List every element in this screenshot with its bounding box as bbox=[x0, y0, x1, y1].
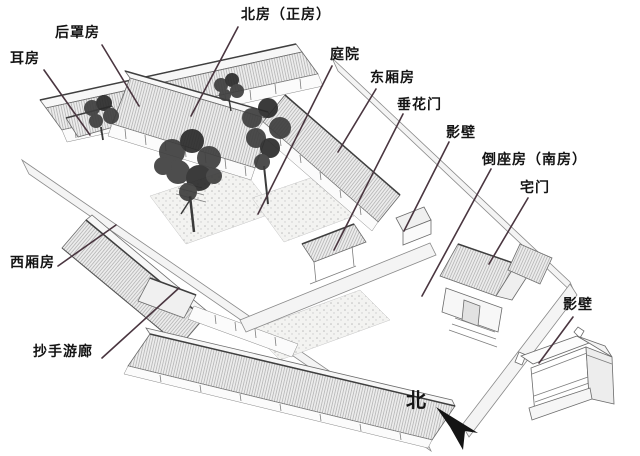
tree bbox=[242, 98, 291, 205]
leader-yingbi-outer bbox=[538, 316, 574, 364]
label-zhai-men: 宅门 bbox=[520, 180, 550, 196]
leader-daozuofang bbox=[421, 168, 492, 297]
main-gate-house bbox=[439, 243, 553, 348]
label-houzhao-fang: 后罩房 bbox=[55, 25, 100, 41]
leader-er-fang bbox=[43, 69, 91, 136]
leader-chuihua-men bbox=[333, 113, 404, 251]
label-chaoshou-youlang: 抄手游廊 bbox=[33, 344, 93, 360]
label-er-fang: 耳房 bbox=[10, 51, 40, 67]
leader-chaoshou-youlang bbox=[101, 287, 180, 359]
screen-wall-illustration bbox=[514, 326, 615, 421]
leader-xi-xiangfang bbox=[57, 224, 117, 267]
tree bbox=[154, 129, 222, 233]
compass-north-label: 北 bbox=[406, 388, 426, 412]
label-daozuofang: 倒座房（南房） bbox=[482, 152, 587, 168]
leader-lines bbox=[43, 26, 574, 364]
label-xi-xiangfang: 西厢房 bbox=[10, 255, 55, 271]
tree bbox=[84, 95, 119, 141]
corridor bbox=[137, 277, 299, 358]
leader-dong-xiangfang bbox=[337, 88, 377, 153]
label-dong-xiangfang: 东厢房 bbox=[370, 70, 415, 86]
label-beifang-zhengfang: 北房（正房） bbox=[241, 7, 331, 23]
leader-tingyuan bbox=[257, 65, 333, 215]
leader-houzhao-fang bbox=[101, 44, 140, 107]
inner-screen-wall bbox=[395, 206, 432, 246]
label-yingbi-inner: 影壁 bbox=[446, 125, 476, 141]
front-row-building bbox=[123, 327, 456, 449]
inner-wall bbox=[239, 242, 437, 333]
leader-yingbi-inner bbox=[403, 141, 450, 232]
label-chuihua-men: 垂花门 bbox=[397, 97, 442, 113]
leader-zhai-men bbox=[488, 197, 529, 265]
label-yingbi-outer: 影壁 bbox=[563, 297, 593, 313]
north-arrow-icon bbox=[436, 407, 478, 450]
leader-beifang bbox=[190, 26, 239, 117]
tree bbox=[214, 73, 244, 112]
label-tingyuan: 庭院 bbox=[330, 47, 360, 63]
